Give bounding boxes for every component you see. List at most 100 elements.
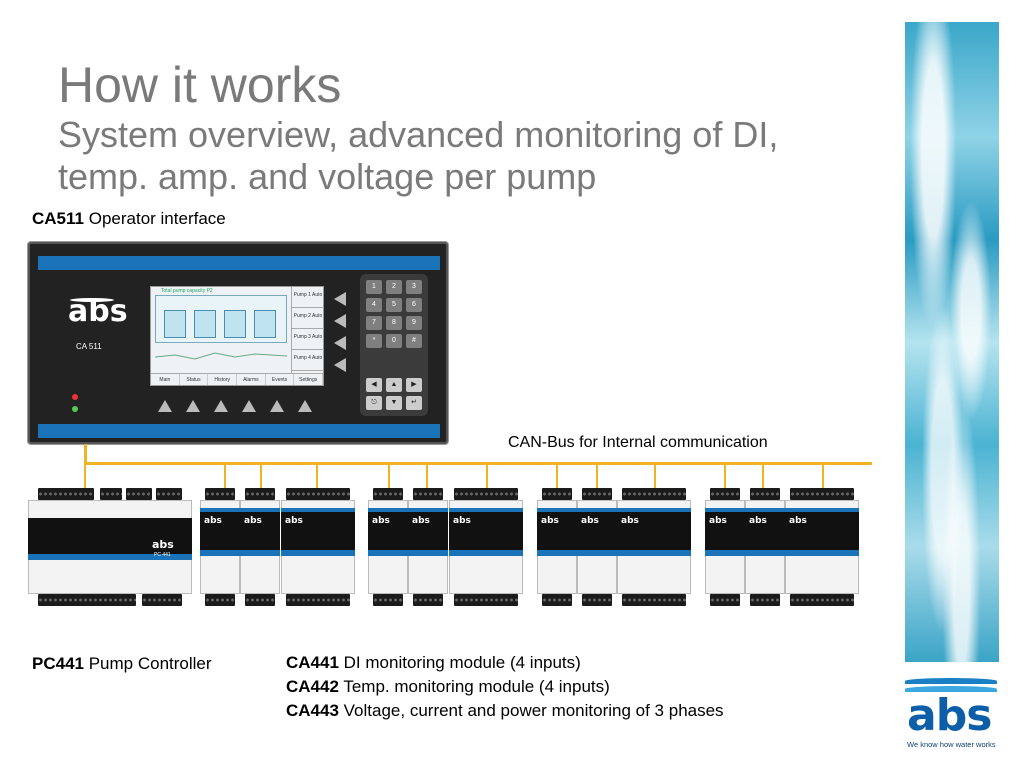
right-nav-key-icon[interactable]: ▶ — [406, 378, 422, 392]
key-6[interactable]: 6 — [406, 298, 422, 312]
module-blue-stripe — [408, 550, 448, 556]
module-logo: abs — [789, 516, 807, 526]
key-star[interactable]: * — [366, 334, 382, 348]
module-front-panel — [785, 512, 859, 550]
module-front-panel — [200, 512, 240, 550]
panel-logo: abs — [68, 294, 128, 329]
up-arrow-key-icon[interactable] — [270, 400, 284, 412]
terminal-block — [205, 488, 235, 500]
ca442-module: abs — [745, 488, 785, 606]
module-logo: abs — [372, 516, 390, 526]
pump-tank-icon — [164, 310, 186, 338]
left-arrow-key-icon[interactable] — [334, 292, 346, 306]
ca442-module: abs — [240, 488, 280, 606]
pc441-logo: abs — [152, 538, 174, 551]
tab-history[interactable]: History — [208, 374, 238, 385]
terminal-block — [286, 488, 350, 500]
up-arrow-key-icon[interactable] — [158, 400, 172, 412]
module-front-panel — [745, 512, 785, 550]
tab-main[interactable]: Main — [151, 374, 180, 385]
pump-3-button[interactable]: Pump 3 Auto — [292, 329, 324, 350]
terminal-block — [542, 488, 572, 500]
pump-2-button[interactable]: Pump 2 Auto — [292, 308, 324, 329]
module-logo: abs — [621, 516, 639, 526]
escape-key-icon[interactable]: ⎋ — [366, 396, 382, 410]
left-arrow-key-icon[interactable] — [334, 314, 346, 328]
key-4[interactable]: 4 — [366, 298, 382, 312]
can-bus-tap — [822, 464, 824, 488]
pump-button-column: Pump 1 Auto Pump 2 Auto Pump 3 Auto Pump… — [291, 287, 324, 373]
module-blue-stripe — [240, 550, 280, 556]
up-arrow-key-icon[interactable] — [298, 400, 312, 412]
can-bus-tap — [224, 464, 226, 488]
terminal-block — [750, 594, 780, 606]
tab-alarms[interactable]: Alarms — [237, 374, 266, 385]
module-logo: abs — [204, 516, 222, 526]
logo-wave — [905, 678, 997, 684]
module-blue-stripe — [745, 550, 785, 556]
tab-events[interactable]: Events — [266, 374, 295, 385]
module-front-panel — [705, 512, 745, 550]
down-nav-key-icon[interactable]: ▼ — [386, 396, 402, 410]
ca443-description: Voltage, current and power monitoring of… — [343, 701, 724, 720]
terminal-block — [454, 594, 518, 606]
module-front-panel — [449, 512, 523, 550]
tab-status[interactable]: Status — [180, 374, 209, 385]
tab-settings[interactable]: Settings — [294, 374, 324, 385]
up-arrow-key-icon[interactable] — [186, 400, 200, 412]
can-bus-drop — [84, 444, 87, 464]
key-5[interactable]: 5 — [386, 298, 402, 312]
ca443-module: abs — [281, 488, 355, 606]
ca511-caption: CA511 Operator interface — [32, 209, 226, 229]
panel-bottom-stripe — [38, 424, 440, 438]
module-top-stripe — [705, 508, 745, 512]
key-8[interactable]: 8 — [386, 316, 402, 330]
key-3[interactable]: 3 — [406, 280, 422, 294]
can-bus-tap — [762, 464, 764, 488]
terminal-block — [582, 488, 612, 500]
module-top-stripe — [368, 508, 408, 512]
key-9[interactable]: 9 — [406, 316, 422, 330]
enter-key-icon[interactable]: ↵ — [406, 396, 422, 410]
module-top-stripe — [281, 508, 355, 512]
can-bus-tap — [596, 464, 598, 488]
ca441-module: abs — [200, 488, 240, 606]
terminal-block — [126, 488, 152, 500]
module-logo: abs — [749, 516, 767, 526]
can-bus-tap — [260, 464, 262, 488]
ca442-module: abs — [577, 488, 617, 606]
module-top-stripe — [537, 508, 577, 512]
left-arrow-key-icon[interactable] — [334, 358, 346, 372]
module-blue-stripe — [537, 550, 577, 556]
ca443-model: CA443 — [286, 701, 339, 720]
module-blue-stripe — [705, 550, 745, 556]
module-front-panel — [240, 512, 280, 550]
module-logo: abs — [453, 516, 471, 526]
ca441-caption: CA441 DI monitoring module (4 inputs) — [286, 651, 724, 675]
left-arrow-key-icon[interactable] — [334, 336, 346, 350]
left-nav-key-icon[interactable]: ◀ — [366, 378, 382, 392]
trend-graph — [155, 352, 287, 360]
module-front-panel — [617, 512, 691, 550]
can-bus-tap — [426, 464, 428, 488]
up-arrow-key-icon[interactable] — [242, 400, 256, 412]
terminal-block — [205, 594, 235, 606]
module-front-panel — [577, 512, 617, 550]
ca442-description: Temp. monitoring module (4 inputs) — [343, 677, 610, 696]
up-nav-key-icon[interactable]: ▲ — [386, 378, 402, 392]
key-1[interactable]: 1 — [366, 280, 382, 294]
ca441-description: DI monitoring module (4 inputs) — [343, 653, 581, 672]
pump-4-button[interactable]: Pump 4 Auto — [292, 350, 324, 371]
key-7[interactable]: 7 — [366, 316, 382, 330]
abs-brand-logo: abs We know how water works — [903, 676, 1001, 756]
key-2[interactable]: 2 — [386, 280, 402, 294]
can-bus-line — [84, 462, 872, 465]
terminal-block — [38, 594, 136, 606]
pump-1-button[interactable]: Pump 1 Auto — [292, 287, 324, 308]
can-bus-tap — [556, 464, 558, 488]
key-0[interactable]: 0 — [386, 334, 402, 348]
pump-tank-icon — [224, 310, 246, 338]
module-front-panel — [28, 518, 192, 554]
up-arrow-key-icon[interactable] — [214, 400, 228, 412]
key-hash[interactable]: # — [406, 334, 422, 348]
